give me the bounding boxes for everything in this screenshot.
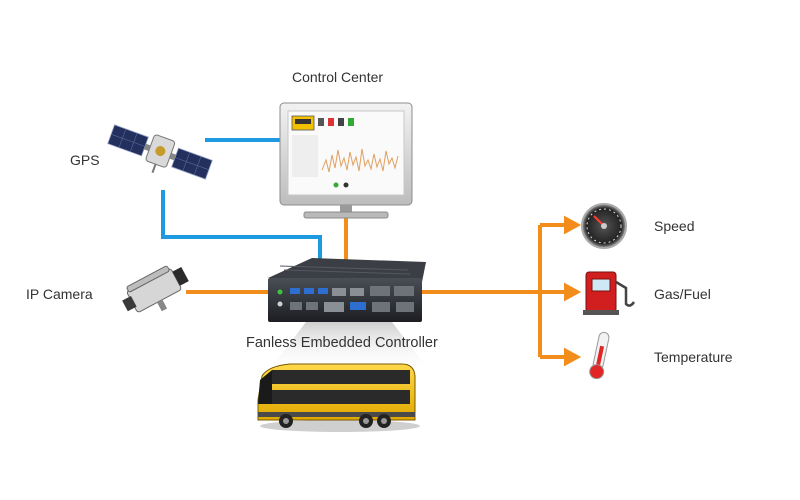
sensor-arrows bbox=[540, 215, 582, 367]
controller-label: Fanless Embedded Controller bbox=[246, 335, 438, 351]
fuel-pump-icon bbox=[583, 271, 636, 315]
ip-camera-icon bbox=[122, 265, 189, 313]
speedometer-icon bbox=[581, 203, 627, 249]
bus-icon bbox=[257, 363, 420, 432]
thermometer-icon bbox=[589, 331, 610, 380]
gas-fuel-label: Gas/Fuel bbox=[654, 286, 711, 302]
gps-label: GPS bbox=[70, 152, 100, 168]
embedded-controller-icon bbox=[268, 258, 426, 322]
control-center-label: Control Center bbox=[292, 69, 384, 85]
gps-to-controller-link bbox=[161, 190, 322, 262]
temperature-label: Temperature bbox=[654, 349, 733, 365]
controller-beam bbox=[268, 322, 430, 372]
ip-camera-label: IP Camera bbox=[26, 286, 93, 302]
satellite-icon bbox=[107, 124, 213, 180]
blue-links bbox=[161, 138, 322, 262]
monitor-icon bbox=[279, 102, 413, 219]
speed-label: Speed bbox=[654, 218, 695, 234]
